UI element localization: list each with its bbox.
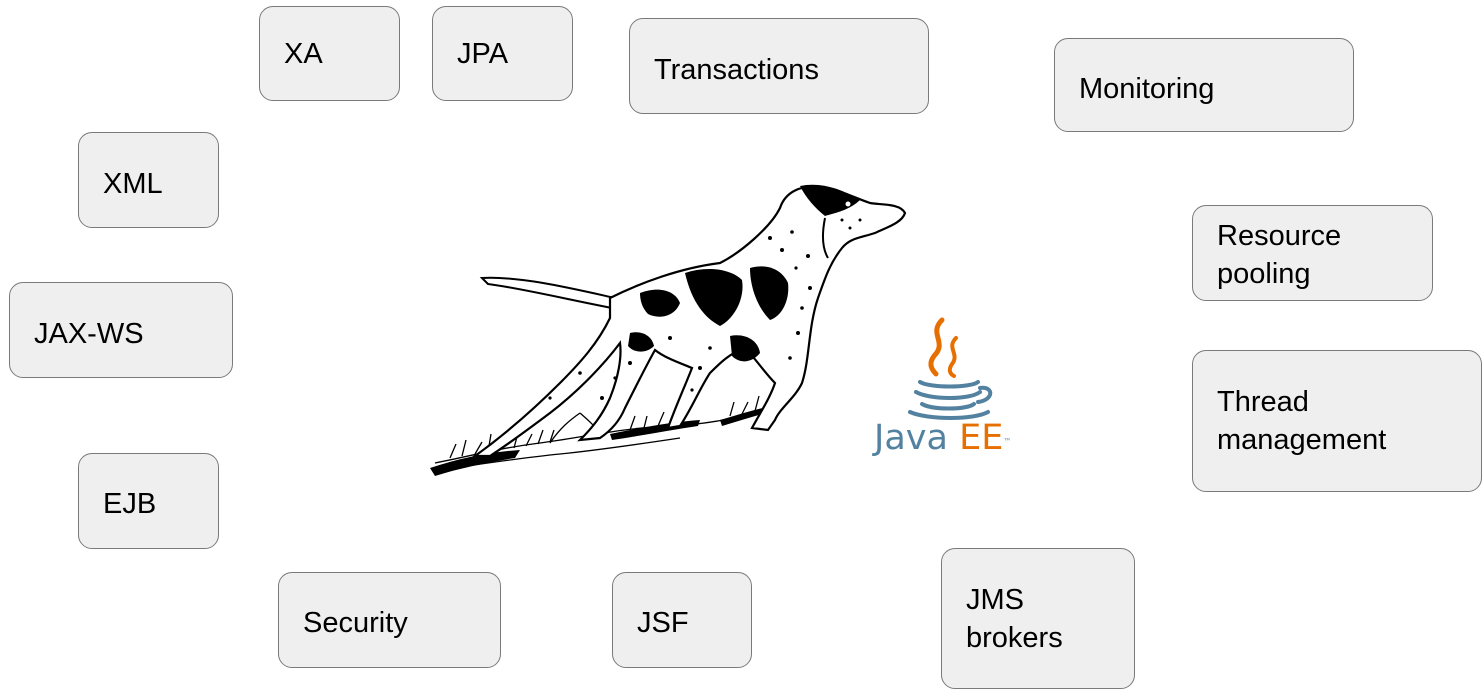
jax-ws-box: JAX-WS xyxy=(9,282,233,378)
jsf-label: JSF xyxy=(637,607,689,639)
jpa-label: JPA xyxy=(457,38,509,70)
pointer-dog-icon xyxy=(430,184,907,476)
xml-label: XML xyxy=(103,168,163,200)
thread-management-label: Thread management xyxy=(1217,386,1387,456)
xa-label: XA xyxy=(284,38,323,70)
java-coffee-cup-icon xyxy=(908,317,993,420)
xa-box: XA xyxy=(259,6,400,101)
resource-pooling-label: Resource pooling xyxy=(1217,220,1342,290)
jsf-box: JSF xyxy=(612,572,752,668)
trademark-symbol: ™ xyxy=(1003,437,1012,446)
java-ee-wordmark: Java EE™ xyxy=(874,418,1011,458)
ee-word: EE xyxy=(959,418,1004,458)
transactions-label: Transactions xyxy=(654,54,819,86)
ejb-label: EJB xyxy=(103,488,157,520)
security-label: Security xyxy=(303,607,408,639)
jms-brokers-label: JMS brokers xyxy=(966,584,1063,654)
resource-pooling-box: Resource pooling xyxy=(1192,205,1433,301)
security-box: Security xyxy=(278,572,501,668)
ejb-box: EJB xyxy=(78,453,219,549)
thread-management-box: Thread management xyxy=(1192,350,1482,492)
monitoring-box: Monitoring xyxy=(1054,38,1354,132)
jpa-box: JPA xyxy=(432,6,573,101)
jms-brokers-box: JMS brokers xyxy=(941,548,1135,689)
jax-ws-label: JAX-WS xyxy=(34,318,144,350)
java-word: Java xyxy=(874,418,948,458)
xml-box: XML xyxy=(78,132,219,228)
transactions-box: Transactions xyxy=(629,18,929,114)
monitoring-label: Monitoring xyxy=(1079,73,1215,105)
